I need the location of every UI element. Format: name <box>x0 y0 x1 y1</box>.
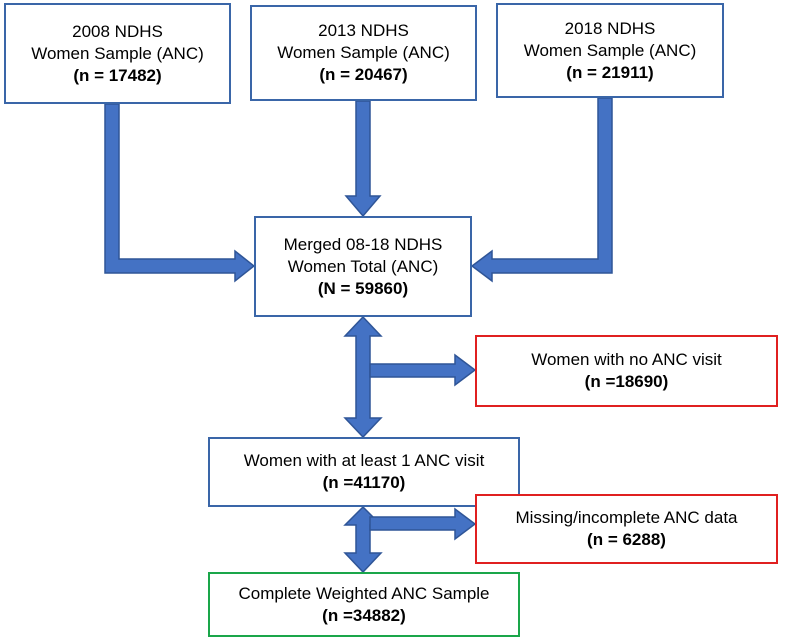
arrow-to-no-anc <box>369 353 477 387</box>
source-2018-title: 2018 NDHS <box>564 18 656 38</box>
excluded-missing-box: Missing/incomplete ANC data (n = 6288) <box>475 494 778 564</box>
final-sample-box: Complete Weighted ANC Sample (n =34882) <box>208 572 520 637</box>
final-sample-label: Complete Weighted ANC Sample <box>238 583 490 603</box>
merged-count: (N = 59860) <box>317 278 409 298</box>
final-sample-count: (n =34882) <box>322 605 406 625</box>
excluded-no-anc-count: (n =18690) <box>584 372 669 391</box>
at-least-one-anc-count: (n =41170) <box>322 473 406 492</box>
source-2013-count: (n = 20467) <box>319 65 408 84</box>
source-2013-subtitle: Women Sample (ANC) <box>277 43 450 62</box>
merged-box: Merged 08-18 NDHS Women Total (ANC) (N =… <box>254 216 472 317</box>
excluded-missing-label: Missing/incomplete ANC data <box>515 508 738 527</box>
at-least-one-anc-box: Women with at least 1 ANC visit (n =4117… <box>208 437 520 507</box>
excluded-missing-count: (n = 6288) <box>587 530 666 549</box>
arrow-2013-to-merged <box>344 100 382 218</box>
source-2018-subtitle: Women Sample (ANC) <box>523 40 697 60</box>
source-2013-title: 2013 NDHS <box>318 21 409 40</box>
merged-subtitle: Women Total (ANC) <box>287 256 439 276</box>
source-2008-title: 2008 NDHS <box>72 21 163 41</box>
excluded-no-anc-box: Women with no ANC visit (n =18690) <box>475 335 778 407</box>
excluded-no-anc-label: Women with no ANC visit <box>531 350 722 369</box>
source-2008-subtitle: Women Sample (ANC) <box>31 43 204 63</box>
arrow-to-missing <box>369 507 477 541</box>
source-box-2008: 2008 NDHS Women Sample (ANC) (n = 17482) <box>4 3 231 104</box>
source-2018-count: (n = 21911) <box>566 62 654 82</box>
arrow-2018-to-merged <box>470 97 613 283</box>
merged-title: Merged 08-18 NDHS <box>283 234 443 254</box>
arrow-2008-to-merged <box>104 103 256 283</box>
at-least-one-anc-label: Women with at least 1 ANC visit <box>243 451 485 470</box>
source-2008-count: (n = 17482) <box>73 65 162 85</box>
source-box-2018: 2018 NDHS Women Sample (ANC) (n = 21911) <box>496 3 724 98</box>
source-box-2013: 2013 NDHS Women Sample (ANC) (n = 20467) <box>250 5 477 101</box>
